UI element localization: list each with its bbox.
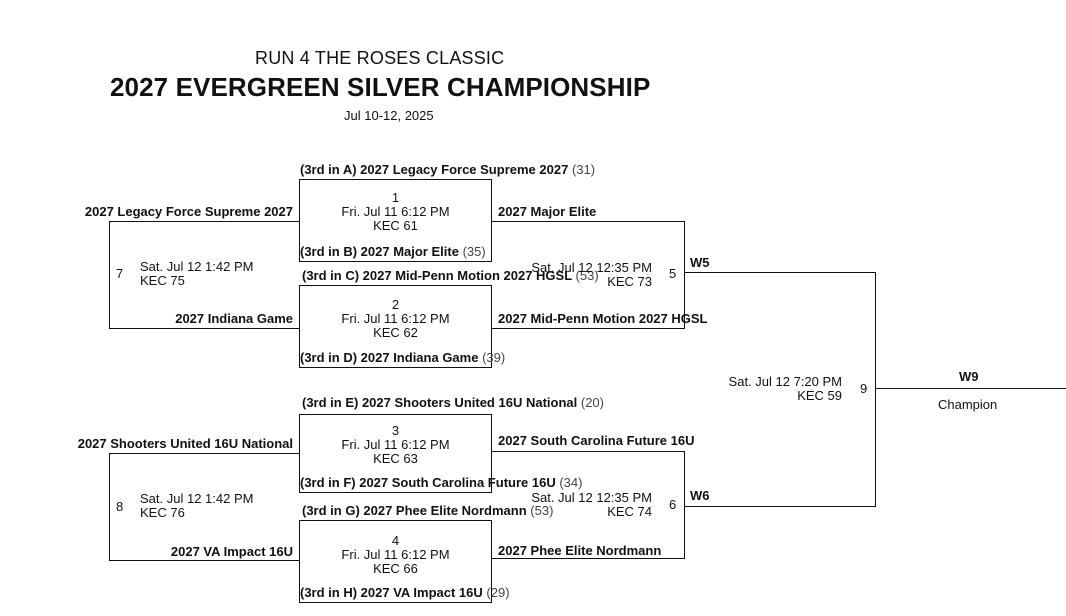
game-4-bottom-team: (3rd in H) 2027 VA Impact 16U (29) [300, 585, 510, 600]
w6-label: W6 [690, 488, 710, 503]
game-6-top-line [492, 451, 685, 452]
game-6-number: 6 [669, 497, 677, 512]
event-dates: Jul 10-12, 2025 [344, 108, 434, 123]
game-1-court: KEC 61 [373, 218, 418, 233]
game-5-top-team: 2027 Major Elite [498, 204, 597, 219]
game-4-info: 4 Fri. Jul 11 6:12 PM KEC 66 [299, 534, 492, 576]
champion-line [875, 388, 1066, 389]
game-3-box[interactable] [299, 414, 492, 493]
game-8-court: KEC 76 [140, 505, 185, 520]
game-6-top-team: 2027 South Carolina Future 16U [498, 433, 695, 448]
game-8-top-team: 2027 Shooters United 16U National [77, 436, 293, 451]
game-5-time: Sat. Jul 12 12:35 PM [531, 260, 652, 275]
game-6-vertical-line [684, 451, 685, 559]
game-4-number: 4 [391, 533, 400, 548]
game-2-number: 2 [391, 297, 400, 312]
game-3-number: 3 [391, 423, 400, 438]
game-8-top-line [109, 453, 299, 454]
game-1-top-team: (3rd in A) 2027 Legacy Force Supreme 202… [300, 162, 596, 177]
game-5-number: 5 [669, 266, 677, 281]
game-6-time: Sat. Jul 12 12:35 PM [531, 490, 652, 505]
game-2-info: 2 Fri. Jul 11 6:12 PM KEC 62 [299, 298, 492, 340]
game-1-time: Fri. Jul 11 6:12 PM [341, 204, 450, 219]
game-1-box[interactable] [299, 179, 492, 262]
final-court: KEC 59 [797, 388, 842, 403]
game-5-bottom-line [492, 328, 685, 329]
game-7-top-team: 2027 Legacy Force Supreme 2027 [84, 204, 293, 219]
game-7-info: Sat. Jul 12 1:42 PM KEC 75 [140, 260, 253, 288]
game-6-info: Sat. Jul 12 12:35 PM KEC 74 [531, 491, 652, 519]
game-4-top-team: (3rd in G) 2027 Phee Elite Nordmann (53) [302, 503, 554, 518]
game-2-box[interactable] [299, 285, 492, 368]
game-1-info: 1 Fri. Jul 11 6:12 PM KEC 61 [299, 191, 492, 233]
game-5-bottom-team: 2027 Mid-Penn Motion 2027 HGSL [498, 311, 708, 326]
game-6-court: KEC 74 [607, 504, 652, 519]
game-2-court: KEC 62 [373, 325, 418, 340]
game-7-time: Sat. Jul 12 1:42 PM [140, 259, 254, 274]
game-1-bottom-team: (3rd in B) 2027 Major Elite (35) [300, 244, 486, 259]
w5-line [685, 272, 876, 273]
w6-line [685, 506, 876, 507]
game-6-bottom-team: 2027 Phee Elite Nordmann [498, 543, 662, 558]
game-3-top-team: (3rd in E) 2027 Shooters United 16U Nati… [302, 395, 604, 410]
game-8-info: Sat. Jul 12 1:42 PM KEC 76 [140, 492, 253, 520]
game-7-court: KEC 75 [140, 273, 185, 288]
game-7-number: 7 [116, 266, 124, 281]
game-3-bottom-team: (3rd in F) 2027 South Carolina Future 16… [300, 475, 583, 490]
game-5-vertical-line [684, 221, 685, 329]
game-7-bottom-team: 2027 Indiana Game [175, 311, 293, 326]
game-2-top-team: (3rd in C) 2027 Mid-Penn Motion 2027 HGS… [302, 268, 599, 283]
game-4-box[interactable] [299, 520, 492, 603]
final-number: 9 [860, 381, 868, 396]
division-title: 2027 EVERGREEN SILVER CHAMPIONSHIP [110, 72, 651, 102]
w9-label: W9 [959, 369, 979, 384]
game-5-top-line [492, 221, 685, 222]
final-vertical-line [875, 272, 876, 507]
game-5-info: Sat. Jul 12 12:35 PM KEC 73 [531, 261, 652, 289]
game-1-number: 1 [391, 190, 400, 205]
game-4-court: KEC 66 [373, 561, 418, 576]
game-6-bottom-line [492, 558, 685, 559]
game-3-court: KEC 63 [373, 451, 418, 466]
event-title: RUN 4 THE ROSES CLASSIC [255, 48, 505, 68]
w5-label: W5 [690, 255, 710, 270]
game-5-court: KEC 73 [607, 274, 652, 289]
final-info: Sat. Jul 12 7:20 PM KEC 59 [729, 375, 842, 403]
game-8-time: Sat. Jul 12 1:42 PM [140, 491, 254, 506]
game-7-vertical-line [109, 221, 110, 329]
champion-caption: Champion [938, 397, 998, 412]
game-8-vertical-line [109, 453, 110, 561]
final-time: Sat. Jul 12 7:20 PM [728, 374, 842, 389]
game-8-bottom-line [109, 560, 299, 561]
game-2-time: Fri. Jul 11 6:12 PM [341, 311, 450, 326]
game-7-top-line [109, 221, 299, 222]
game-8-number: 8 [116, 499, 124, 514]
game-2-bottom-team: (3rd in D) 2027 Indiana Game (39) [300, 350, 506, 365]
game-3-time: Fri. Jul 11 6:12 PM [341, 437, 450, 452]
game-7-bottom-line [109, 328, 299, 329]
game-3-info: 3 Fri. Jul 11 6:12 PM KEC 63 [299, 424, 492, 466]
game-8-bottom-team: 2027 VA Impact 16U [170, 544, 293, 559]
game-4-time: Fri. Jul 11 6:12 PM [341, 547, 450, 562]
